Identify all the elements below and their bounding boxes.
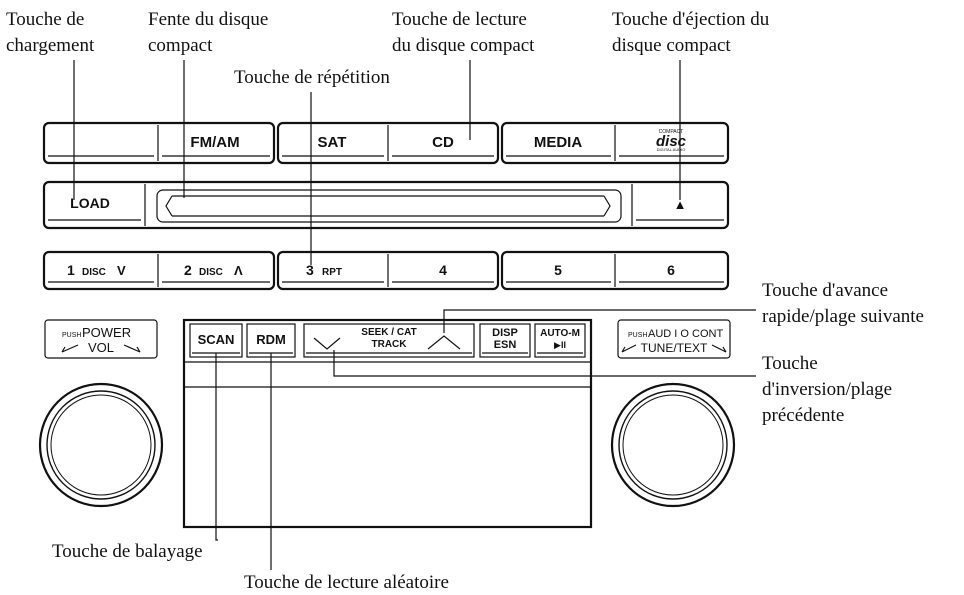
rdm-button[interactable]: RDM	[256, 332, 286, 347]
svg-text:DISC: DISC	[82, 267, 106, 278]
leader-lines	[73, 60, 756, 570]
scan-button[interactable]: SCAN	[198, 332, 235, 347]
svg-text:V: V	[117, 263, 126, 278]
callout-load-key: Touche de chargement	[6, 9, 95, 56]
preset-5-button[interactable]: 5	[554, 262, 562, 278]
svg-text:Λ: Λ	[234, 263, 243, 278]
seek-up-icon[interactable]	[427, 335, 461, 350]
preset-1-button[interactable]: 1 DISC V	[67, 262, 126, 278]
svg-text:disc: disc	[656, 133, 687, 150]
svg-text:DIGITAL AUDIO: DIGITAL AUDIO	[657, 147, 686, 152]
slot-row: LOAD ▲	[42, 180, 730, 230]
fm-am-button[interactable]: FM/AM	[190, 134, 239, 151]
svg-text:AUTO-M: AUTO-M	[540, 328, 580, 339]
display-panel: SCAN RDM SEEK / CAT TRACK DISP ESN AUTO-…	[182, 318, 593, 529]
leader-scan	[215, 353, 218, 541]
cd-slot	[156, 189, 622, 223]
power-volume-knob[interactable]: PUSH POWER VOL	[38, 319, 164, 508]
callout-fast-forward-key: Touche d'avance rapide/plage suivante	[762, 280, 924, 327]
svg-text:RPT: RPT	[322, 267, 342, 278]
svg-text:SEEK / CAT: SEEK / CAT	[361, 327, 416, 338]
svg-text:AUD I O CONT: AUD I O CONT	[648, 328, 723, 340]
seek-down-icon[interactable]	[313, 337, 341, 350]
media-button[interactable]: MEDIA	[534, 134, 583, 151]
callout-scan-key: Touche de balayage	[52, 541, 203, 562]
preset-row: 1 DISC V 2 DISC Λ 3 RPT 4 5 6	[42, 250, 730, 291]
callout-eject-key: Touche d'éjection du disque compact	[612, 9, 774, 56]
svg-text:DISP: DISP	[492, 327, 518, 339]
callout-repeat-key: Touche de répétition	[234, 67, 390, 88]
disp-esn-button[interactable]: DISP ESN	[479, 323, 531, 358]
callout-cd-slot: Fente du disque compact	[148, 9, 273, 56]
preset-2-button[interactable]: 2 DISC Λ	[184, 262, 243, 278]
svg-text:PUSH: PUSH	[628, 332, 647, 339]
leader-reverse	[333, 350, 756, 377]
svg-text:2: 2	[184, 262, 192, 278]
preset-4-button[interactable]: 4	[439, 262, 447, 278]
auto-m-play-pause-button[interactable]: AUTO-M ▶II	[534, 323, 586, 358]
load-button[interactable]: LOAD	[70, 195, 110, 211]
svg-text:PUSH: PUSH	[62, 332, 81, 339]
callout-cd-play-key: Touche de lecture du disque compact	[392, 9, 535, 56]
svg-text:COMPACT: COMPACT	[659, 129, 684, 135]
svg-text:ESN: ESN	[494, 339, 517, 351]
preset-3-button[interactable]: 3 RPT	[306, 262, 342, 278]
sat-button[interactable]: SAT	[318, 134, 347, 151]
eject-button[interactable]: ▲	[674, 197, 687, 212]
svg-text:TUNE/TEXT: TUNE/TEXT	[641, 341, 708, 355]
cd-button[interactable]: CD	[432, 134, 454, 151]
svg-text:DISC: DISC	[199, 267, 223, 278]
preset-6-button[interactable]: 6	[667, 262, 675, 278]
svg-text:▶II: ▶II	[554, 340, 566, 350]
source-row: FM/AM SAT CD MEDIA COMPACT disc DIGITAL …	[42, 121, 730, 165]
compact-disc-logo: COMPACT disc DIGITAL AUDIO	[656, 129, 687, 152]
leader-fast-forward	[443, 309, 756, 333]
svg-text:3: 3	[306, 262, 314, 278]
callout-random-key: Touche de lecture aléatoire	[244, 572, 449, 593]
svg-text:VOL: VOL	[88, 340, 114, 355]
svg-text:1: 1	[67, 262, 75, 278]
audio-tune-knob[interactable]: PUSH AUD I O CONT TUNE/TEXT	[610, 319, 736, 508]
svg-text:TRACK: TRACK	[372, 339, 408, 350]
callout-reverse-key: Touche d'inversion/plage précédente	[762, 353, 897, 426]
svg-text:POWER: POWER	[82, 325, 131, 340]
